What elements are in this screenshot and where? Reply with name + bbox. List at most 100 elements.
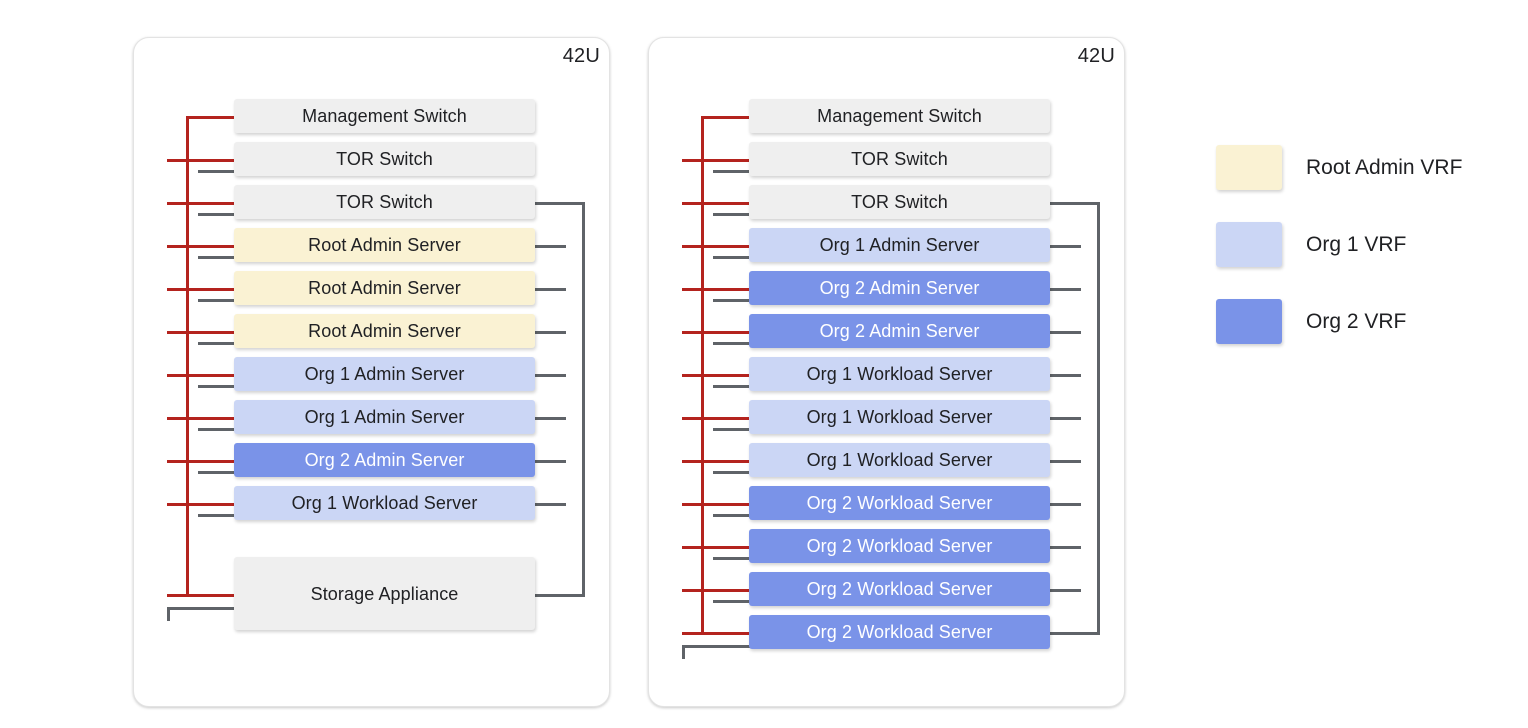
rack-unit-2-2[interactable]: TOR Switch — [749, 185, 1050, 219]
network-cable-right-1-3 — [535, 245, 566, 248]
network-cable-left-2-2 — [713, 213, 751, 216]
network-cable-left-1-7 — [198, 428, 236, 431]
rack-unit-label: Root Admin Server — [308, 321, 461, 341]
rack-unit-label: Org 1 Admin Server — [819, 235, 980, 255]
power-cable-2-7 — [682, 417, 751, 420]
legend-label-0: Root Admin VRF — [1306, 155, 1463, 179]
rack-unit-2-0[interactable]: Management Switch — [749, 99, 1050, 133]
rack-unit-2-4[interactable]: Org 2 Admin Server — [749, 271, 1050, 305]
rack-unit-label: Org 1 Workload Server — [806, 407, 993, 427]
power-cable-2-12 — [682, 632, 751, 635]
power-cable-2-1 — [682, 159, 751, 162]
rack-unit-2-12[interactable]: Org 2 Workload Server — [749, 615, 1050, 649]
rack-unit-2-11[interactable]: Org 2 Workload Server — [749, 572, 1050, 606]
network-cable-left-1-2 — [198, 213, 236, 216]
legend-swatch-1 — [1216, 222, 1282, 267]
rack-unit-2-8[interactable]: Org 1 Workload Server — [749, 443, 1050, 477]
power-cable-2-5 — [682, 331, 751, 334]
rack-capacity-label-1: 42U — [562, 45, 600, 67]
rack-unit-1-3[interactable]: Root Admin Server — [234, 228, 535, 262]
network-cable-left-1-4 — [198, 299, 236, 302]
network-cable-left-2-5 — [713, 342, 751, 345]
rack-unit-1-4[interactable]: Root Admin Server — [234, 271, 535, 305]
rack-unit-2-7[interactable]: Org 1 Workload Server — [749, 400, 1050, 434]
rack-unit-label: Root Admin Server — [308, 235, 461, 255]
rack-unit-2-6[interactable]: Org 1 Workload Server — [749, 357, 1050, 391]
rack-unit-label: Org 1 Admin Server — [304, 407, 465, 427]
rack-unit-label: TOR Switch — [851, 192, 948, 212]
power-cable-2-6 — [682, 374, 751, 377]
network-cable-right-2-7 — [1050, 417, 1081, 420]
rack-unit-label: TOR Switch — [336, 192, 433, 212]
network-cable-left-2-4 — [713, 299, 751, 302]
network-cable-left-2-1 — [713, 170, 751, 173]
legend-swatch-0 — [1216, 145, 1282, 190]
rack-capacity-label-2: 42U — [1077, 45, 1115, 67]
network-cable-right-2-9 — [1050, 503, 1081, 506]
network-cable-left-1-6 — [198, 385, 236, 388]
power-cable-1-4 — [167, 288, 236, 291]
network-cable-left-1-10 — [167, 607, 236, 610]
network-cable-left-2-6 — [713, 385, 751, 388]
power-cable-2-11 — [682, 589, 751, 592]
rack-unit-label: TOR Switch — [851, 149, 948, 169]
network-cable-left-2-9 — [713, 514, 751, 517]
rack-unit-2-1[interactable]: TOR Switch — [749, 142, 1050, 176]
network-bus-vertical-2 — [1097, 202, 1100, 635]
legend-item-0[interactable]: Root Admin VRF — [1216, 145, 1462, 190]
rack-unit-label: Org 2 Admin Server — [304, 450, 465, 470]
network-cable-right-2-5 — [1050, 331, 1081, 334]
network-cable-left-2-7 — [713, 428, 751, 431]
power-cable-2-8 — [682, 460, 751, 463]
network-cable-left-1-8 — [198, 471, 236, 474]
network-cable-left-1-3 — [198, 256, 236, 259]
network-cable-right-1-5 — [535, 331, 566, 334]
legend-item-1[interactable]: Org 1 VRF — [1216, 222, 1406, 267]
power-cable-2-0 — [701, 116, 751, 119]
rack-unit-1-10[interactable]: Storage Appliance — [234, 557, 535, 630]
rack-unit-1-5[interactable]: Root Admin Server — [234, 314, 535, 348]
network-cable-left-1-9 — [198, 514, 236, 517]
network-cable-right-1-9 — [535, 503, 566, 506]
power-cable-2-10 — [682, 546, 751, 549]
rack-unit-label: Storage Appliance — [310, 583, 459, 604]
power-bus-vertical-1 — [186, 116, 189, 597]
rack-unit-1-9[interactable]: Org 1 Workload Server — [234, 486, 535, 520]
power-cable-1-10 — [167, 594, 236, 597]
power-cable-1-1 — [167, 159, 236, 162]
power-cable-1-6 — [167, 374, 236, 377]
network-cable-left-riser-2 — [682, 645, 685, 659]
rack-unit-1-1[interactable]: TOR Switch — [234, 142, 535, 176]
network-cable-right-2-6 — [1050, 374, 1081, 377]
network-cable-right-2-3 — [1050, 245, 1081, 248]
rack-unit-2-5[interactable]: Org 2 Admin Server — [749, 314, 1050, 348]
rack-unit-1-6[interactable]: Org 1 Admin Server — [234, 357, 535, 391]
power-cable-2-4 — [682, 288, 751, 291]
network-bus-top-leg-2 — [1050, 202, 1100, 205]
rack-unit-2-3[interactable]: Org 1 Admin Server — [749, 228, 1050, 262]
power-cable-1-7 — [167, 417, 236, 420]
network-cable-left-1-5 — [198, 342, 236, 345]
legend-label-1: Org 1 VRF — [1306, 232, 1407, 256]
network-cable-left-2-8 — [713, 471, 751, 474]
rack-unit-label: Org 2 Admin Server — [819, 321, 980, 341]
power-cable-2-9 — [682, 503, 751, 506]
rack-unit-1-7[interactable]: Org 1 Admin Server — [234, 400, 535, 434]
rack-unit-1-0[interactable]: Management Switch — [234, 99, 535, 133]
network-cable-right-1-7 — [535, 417, 566, 420]
rack-unit-label: Org 2 Workload Server — [806, 622, 993, 642]
rack-unit-label: Org 1 Workload Server — [291, 493, 478, 513]
rack-unit-label: Org 2 Workload Server — [806, 493, 993, 513]
rack-unit-2-10[interactable]: Org 2 Workload Server — [749, 529, 1050, 563]
legend-item-2[interactable]: Org 2 VRF — [1216, 299, 1406, 344]
network-cable-left-2-10 — [713, 557, 751, 560]
network-cable-right-2-10 — [1050, 546, 1081, 549]
rack-unit-label: Org 1 Workload Server — [806, 364, 993, 384]
rack-unit-1-2[interactable]: TOR Switch — [234, 185, 535, 219]
network-cable-left-riser-1 — [167, 607, 170, 621]
rack-unit-2-9[interactable]: Org 2 Workload Server — [749, 486, 1050, 520]
power-cable-2-2 — [682, 202, 751, 205]
rack-unit-1-8[interactable]: Org 2 Admin Server — [234, 443, 535, 477]
power-cable-1-2 — [167, 202, 236, 205]
